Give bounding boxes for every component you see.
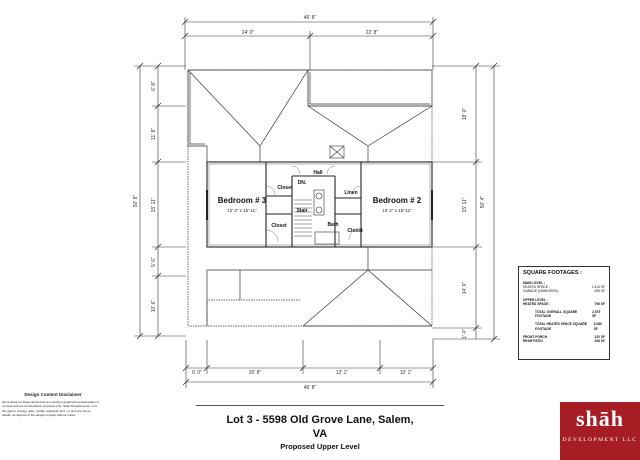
dim-left-c: 15' 11" xyxy=(151,197,157,212)
sqft-total-heated-value: 2,080 SF xyxy=(593,322,602,331)
sqft-heading: SQUARE FOOTAGES : xyxy=(523,270,582,276)
sqft-front-porch-value: 120 SF xyxy=(594,334,605,339)
sqft-main-level-label: MAIN LEVEL : xyxy=(523,281,545,285)
room-bedroom2-dimensions: 13' 2" x 15'-11" xyxy=(382,208,412,213)
title-divider xyxy=(196,405,444,406)
disclaimer-title: Design Content Disclaimer xyxy=(24,392,82,397)
room-bath-label: Bath xyxy=(327,222,338,228)
dim-top-right: 22' 8" xyxy=(366,30,379,36)
dim-bottom-a: 6' 0" xyxy=(192,370,202,376)
sqft-heated-main-value: 1,314 SF xyxy=(591,285,605,290)
sqft-total-overall-label: TOTAL OVERALL SQUARE FOOTAGE xyxy=(535,310,578,319)
room-bedroom3-label: Bedroom # 3 xyxy=(218,196,267,205)
room-hall-label: Hall xyxy=(313,170,323,176)
dim-left-b: 11' 8" xyxy=(151,128,157,140)
room-closet-lower-left-label: Closet xyxy=(271,223,287,229)
dim-left-a: 6' 8" xyxy=(151,81,157,91)
dim-right-d: 1' 4" xyxy=(462,329,468,339)
dim-right-c: 14' 6" xyxy=(462,282,468,295)
sqft-upper-level-label: UPPER LEVEL : xyxy=(523,297,548,302)
dim-overall-top: 46' 8" xyxy=(304,15,317,21)
room-linen-label: Linen xyxy=(344,190,357,196)
sqft-total-overall-value: 2,575 SF xyxy=(592,310,601,319)
design-disclaimer: Design Content Disclaimer Items shown in… xyxy=(0,392,100,418)
room-closet-upper-left-label: Closet xyxy=(277,185,293,191)
sqft-garage-label: GARAGE (UNHEATED) : xyxy=(523,289,560,294)
sqft-rear-patio-label: REAR PATIO xyxy=(523,339,543,344)
room-stair-label: Stair xyxy=(296,208,307,214)
square-footage-table: SQUARE FOOTAGES : MAIN LEVEL : HEATED SP… xyxy=(518,266,610,360)
plan-address-title: Lot 3 - 5598 Old Grove Lane, Salem, VA xyxy=(226,414,414,440)
room-bedroom3-dimensions: 12' 4" x 15'-11" xyxy=(227,208,257,213)
shah-development-logo: shāh DEVELOPMENT LLC xyxy=(560,402,640,460)
sqft-rear-patio-value: 208 SF xyxy=(594,339,605,344)
dim-right-b: 15' 11" xyxy=(462,197,468,212)
title-block: Lot 3 - 5598 Old Grove Lane, Salem, VA P… xyxy=(220,413,420,452)
logo-name: shāh xyxy=(575,406,625,431)
sqft-heated-upper-label: HEATED SPACE : xyxy=(523,301,551,306)
plan-subtitle: Proposed Upper Level xyxy=(280,442,360,451)
dim-top-left: 24' 0" xyxy=(242,30,255,36)
dim-bottom-d: 10' 1" xyxy=(400,370,413,376)
room-bedroom2-label: Bedroom # 2 xyxy=(373,196,422,205)
dim-right-a: 18' 0" xyxy=(462,108,468,121)
sqft-heated-upper-value: 796 SF xyxy=(594,301,605,306)
dim-right-overall: 50' 4" xyxy=(480,196,486,209)
dim-overall-bottom: 46' 8" xyxy=(304,385,317,391)
dim-left-e: 10' 6" xyxy=(151,300,157,313)
dim-left-overall: 50' 8" xyxy=(133,195,139,208)
dim-left-d: 5' 6" xyxy=(151,257,157,267)
dim-bottom-b: 20' 8" xyxy=(249,370,262,376)
logo-subtitle: DEVELOPMENT LLC xyxy=(562,437,638,443)
dim-bottom-c: 12' 1" xyxy=(336,370,349,376)
room-closet-right-label: Closet xyxy=(347,228,363,234)
sqft-total-heated-label: TOTAL HEATED SPACE SQUARE FOOTAGE xyxy=(535,322,587,331)
sqft-garage-value: 495 SF xyxy=(594,289,605,294)
sqft-front-porch-label: FRONT PORCH xyxy=(523,334,548,339)
disclaimer-body: Items shown in these documents are stric… xyxy=(2,400,100,418)
sqft-heated-main-label: HEATED SPACE : xyxy=(523,285,550,290)
stair-down-label: DN. xyxy=(298,180,307,186)
